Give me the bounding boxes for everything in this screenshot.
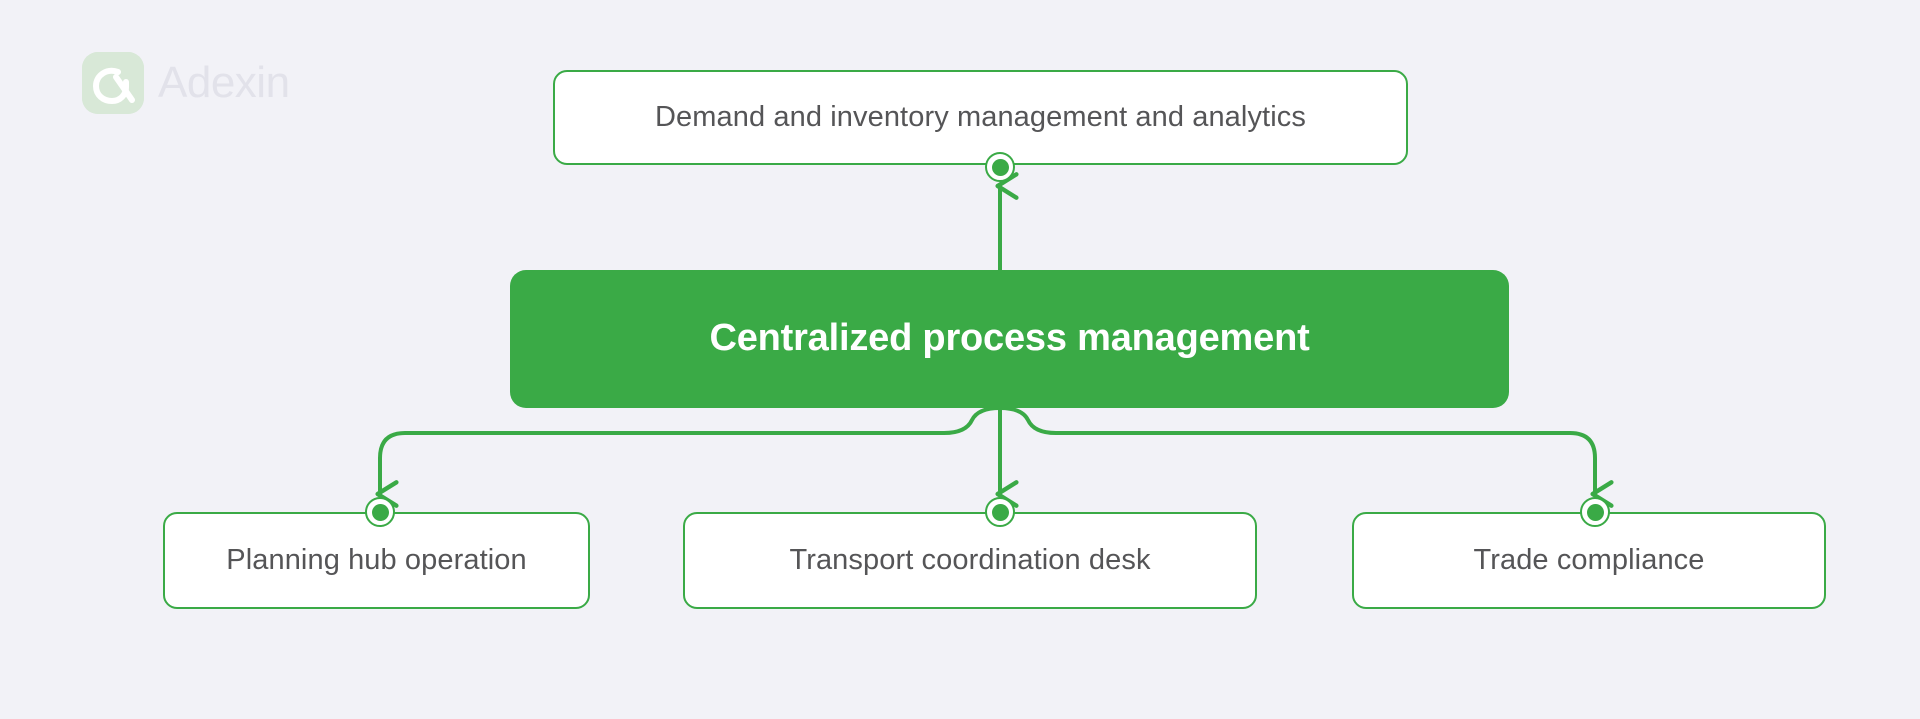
brand-name: Adexin <box>158 58 290 107</box>
node-trade-compliance[interactable]: Trade compliance <box>1352 512 1826 609</box>
node-demand-inventory[interactable]: Demand and inventory management and anal… <box>553 70 1408 165</box>
node-planning-hub-operation[interactable]: Planning hub operation <box>163 512 590 609</box>
edge-center-to-leaf-2 <box>998 406 1614 508</box>
node-trade-compliance-label: Trade compliance <box>1473 544 1705 577</box>
node-transport-coordination-desk-label: Transport coordination desk <box>789 544 1151 577</box>
edge-center-to-leaf-0 <box>375 406 1002 508</box>
node-demand-inventory-label: Demand and inventory management and anal… <box>655 101 1306 134</box>
connector-dot-icon-leaf-0 <box>365 497 395 527</box>
connector-dot-icon-leaf-2 <box>1580 497 1610 527</box>
connector-dot-icon-leaf-1 <box>985 497 1015 527</box>
adexin-logo-icon <box>82 52 144 114</box>
brand-logo: Adexin <box>82 52 290 114</box>
node-centralized-process-management[interactable]: Centralized process management <box>510 270 1509 408</box>
node-centralized-process-management-label: Centralized process management <box>709 317 1310 360</box>
node-transport-coordination-desk[interactable]: Transport coordination desk <box>683 512 1257 609</box>
node-planning-hub-operation-label: Planning hub operation <box>226 544 527 577</box>
connector-dot-icon-top <box>985 152 1015 182</box>
